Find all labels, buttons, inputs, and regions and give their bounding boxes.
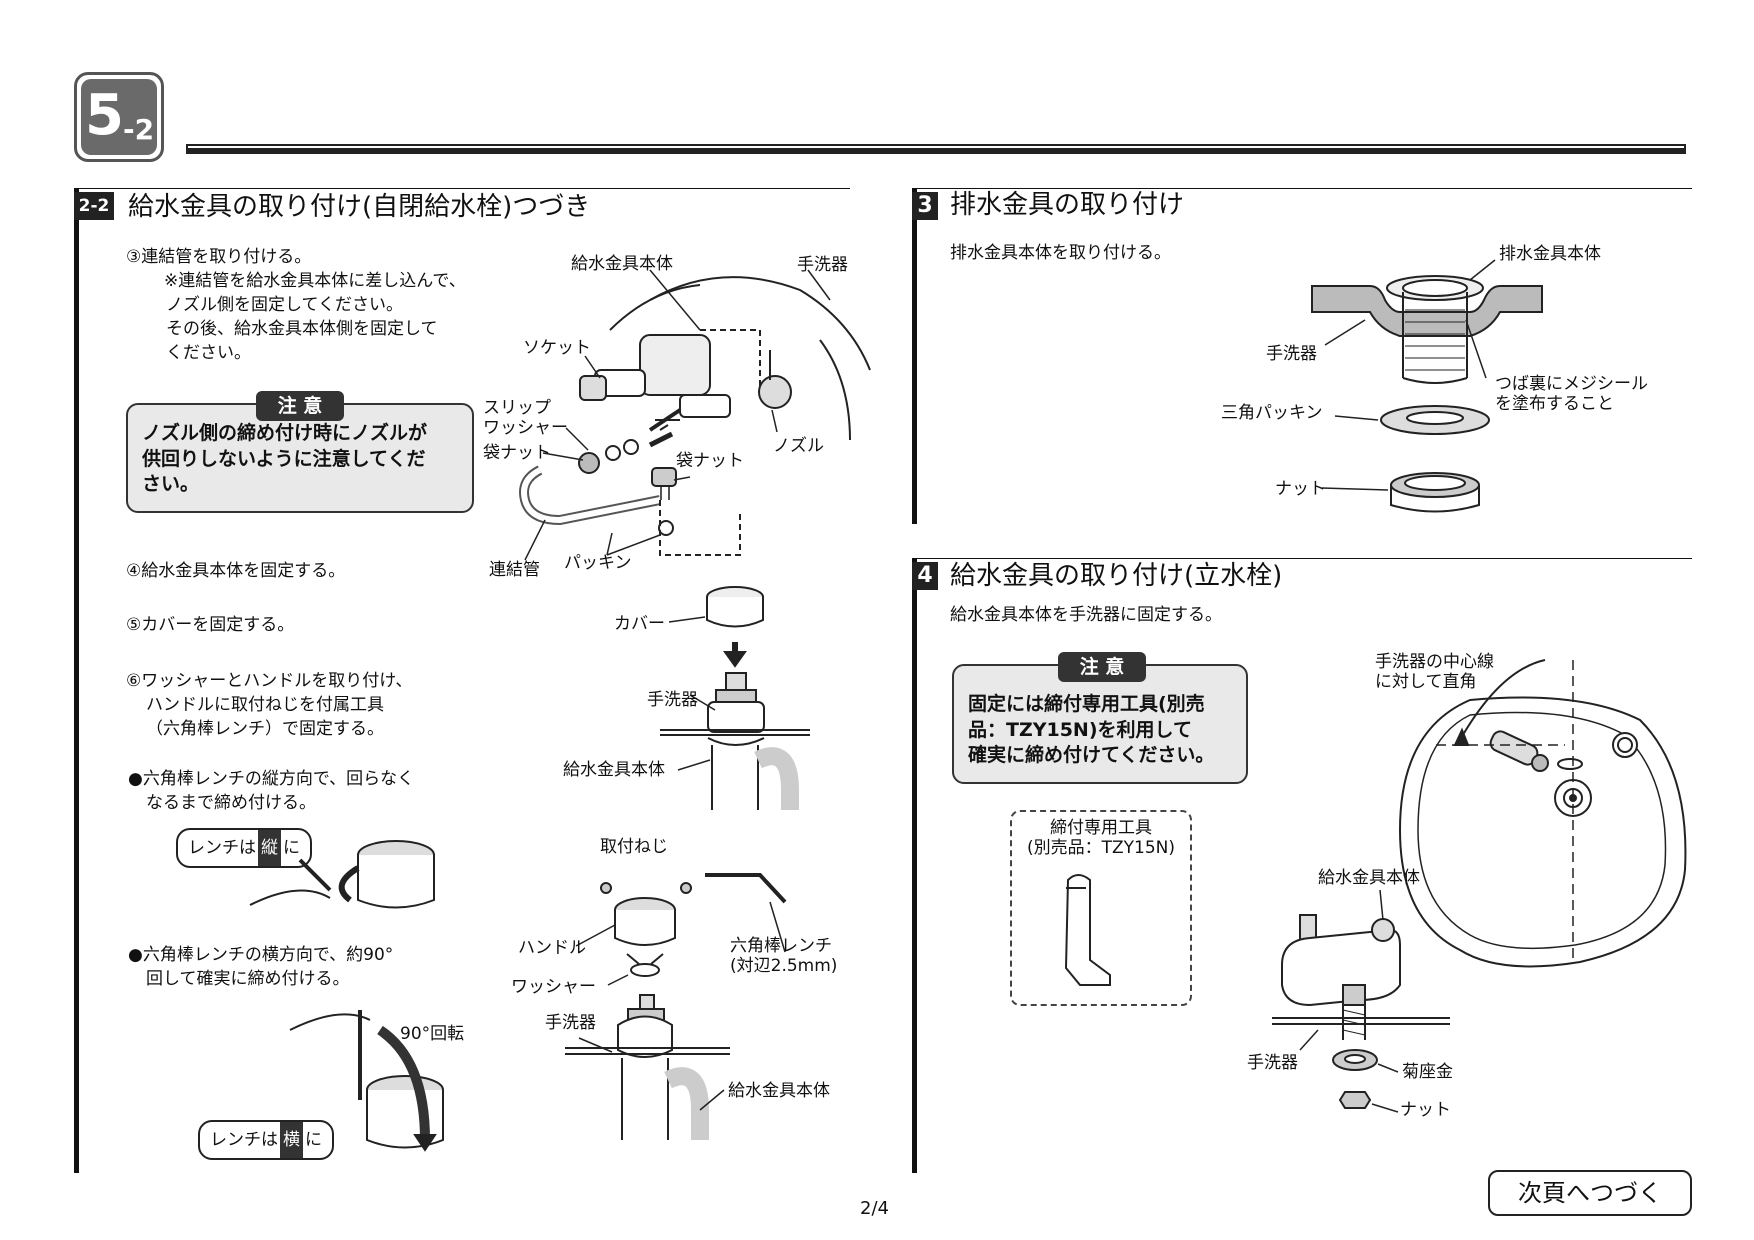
wrench-vertical-callout: レンチは縦に [176, 828, 312, 868]
continue-label: 次頁へつづく [1518, 1179, 1662, 1207]
step4-text: ④給水金具本体を固定する。 [126, 561, 346, 581]
label-body-bottom: 給水金具本体 [728, 1081, 830, 1101]
step3-line1: ③連結管を取り付ける。 [126, 247, 312, 267]
section-title-2-2: 給水金具の取り付け(自閉給水栓)つづき [128, 192, 591, 222]
rotate-90-label: 90°回転 [400, 1024, 465, 1044]
caution-tag-sec4: 注 意 [1058, 652, 1146, 682]
label-connecting-pipe: 連結管 [489, 560, 540, 580]
label-body-mid: 給水金具本体 [563, 760, 665, 780]
step3-line4: その後、給水金具本体側を固定して [166, 319, 438, 339]
label-packing: パッキン [564, 553, 632, 573]
step6-line2: ハンドルに取付ねじを付属工具 [146, 695, 384, 715]
label-nozzle: ノズル [773, 436, 824, 456]
label-drain-nut: ナット [1275, 479, 1326, 499]
caution-text: ノズル側の締め付け時にノズルが 供回りしないように注意してくだ さい。 [142, 422, 428, 496]
label-handle: ハンドル [518, 938, 586, 958]
section-title-4: 給水金具の取り付け(立水栓) [950, 561, 1283, 591]
section-number-3: 3 [912, 192, 938, 220]
label-body-top: 給水金具本体 [571, 254, 673, 274]
step6-line3: （六角棒レンチ）で固定する。 [146, 719, 384, 739]
sec4-heading-rule [912, 558, 1692, 559]
label-basin-top: 手洗器 [797, 255, 848, 275]
tool-label: 締付専用工具 (別売品：TZY15N) [1026, 818, 1176, 859]
label-drain-body: 排水金具本体 [1499, 244, 1601, 264]
label-faucet-body: 給水金具本体 [1318, 868, 1420, 888]
bullet2-line2: 回して確実に締め付ける。 [146, 969, 350, 989]
label-hex-wrench: 六角棒レンチ (対辺2.5mm) [730, 936, 838, 977]
label-chrysanthemum-washer: 菊座金 [1402, 1062, 1453, 1082]
label-socket: ソケット [523, 338, 591, 358]
bullet1-line2: なるまで締め付ける。 [146, 793, 316, 813]
caution-box-tool: 注 意 固定には締付専用工具(別売 品：TZY15N)を利用して 確実に締め付け… [952, 652, 1248, 784]
faucet-assembly-illustration [579, 276, 871, 441]
left-heading-rule [74, 188, 850, 189]
step5-text: ⑤カバーを固定する。 [126, 615, 295, 635]
label-washer: ワッシャー [511, 977, 596, 997]
cover-illustration [706, 586, 764, 668]
label-faucet-basin: 手洗器 [1247, 1053, 1298, 1073]
label-basin-bottom: 手洗器 [545, 1013, 596, 1033]
label-screw: 取付ねじ [600, 837, 668, 857]
step6-line1: ⑥ワッシャーとハンドルを取り付け、 [126, 671, 413, 691]
section-title-3: 排水金具の取り付け [950, 190, 1185, 220]
hand-horizontal-illustration [289, 1010, 444, 1152]
bullet1-line1: ●六角棒レンチの縦方向で、回らなく [128, 769, 415, 789]
page-number: 2/4 [860, 1198, 889, 1219]
section-number-4: 4 [912, 562, 938, 590]
left-column-rule [74, 188, 79, 1173]
caution-box-nozzle: 注 意 ノズル側の締め付け時にノズルが 供回りしないように注意してくだ さい。 [126, 391, 474, 513]
sec3-heading-rule [912, 188, 1692, 189]
label-basin-mid: 手洗器 [647, 690, 698, 710]
handle-illustration [600, 873, 787, 977]
caution-text-sec4: 固定には締付専用工具(別売 品：TZY15N)を利用して 確実に締め付けてくださ… [968, 693, 1215, 767]
label-drain-basin: 手洗器 [1266, 344, 1317, 364]
chapter-subnumber: -2 [123, 113, 155, 146]
hand-vertical-illustration [249, 840, 435, 909]
sec3-column-rule [912, 188, 917, 524]
continue-next-page-button[interactable]: 次頁へつづく [1488, 1170, 1692, 1216]
section-number-2-2: 2-2 [74, 192, 114, 220]
step3-line5: ください。 [166, 343, 251, 363]
label-cap-nut-right: 袋ナット [676, 451, 744, 471]
label-triangle-packing: 三角パッキン [1221, 403, 1323, 423]
header-rule [186, 144, 1686, 154]
step3-line3: ノズル側を固定してください。 [166, 295, 403, 315]
chapter-number: 5 [85, 83, 124, 148]
step3-line2: ※連結管を給水金具本体に差し込んで、 [164, 271, 466, 291]
sec3-instruction: 排水金具本体を取り付ける。 [950, 243, 1171, 263]
caution-tag: 注 意 [256, 391, 344, 421]
body-mid-illustration [660, 672, 810, 810]
sec4-column-rule [912, 558, 917, 1173]
label-faucet-nut: ナット [1400, 1100, 1451, 1120]
leader-lines-left [524, 269, 831, 1111]
bullet2-line1: ●六角棒レンチの横方向で、約90° [128, 945, 394, 965]
connecting-pipe-illustration [519, 424, 741, 556]
label-slip-washer: スリップ ワッシャー [483, 398, 568, 439]
sec4-instruction: 給水金具本体を手洗器に固定する。 [950, 605, 1222, 625]
label-cover: カバー [614, 614, 665, 634]
tool-box: 締付専用工具 (別売品：TZY15N) [1010, 810, 1192, 1006]
label-centerline-note: 手洗器の中心線 に対して直角 [1375, 652, 1494, 693]
label-sealant-note: つば裏にメジシール を塗布すること [1495, 374, 1648, 415]
wrench-horizontal-callout: レンチは横に [198, 1120, 334, 1160]
label-cap-nut-left: 袋ナット [483, 443, 551, 463]
chapter-badge: 5 -2 [74, 72, 164, 162]
